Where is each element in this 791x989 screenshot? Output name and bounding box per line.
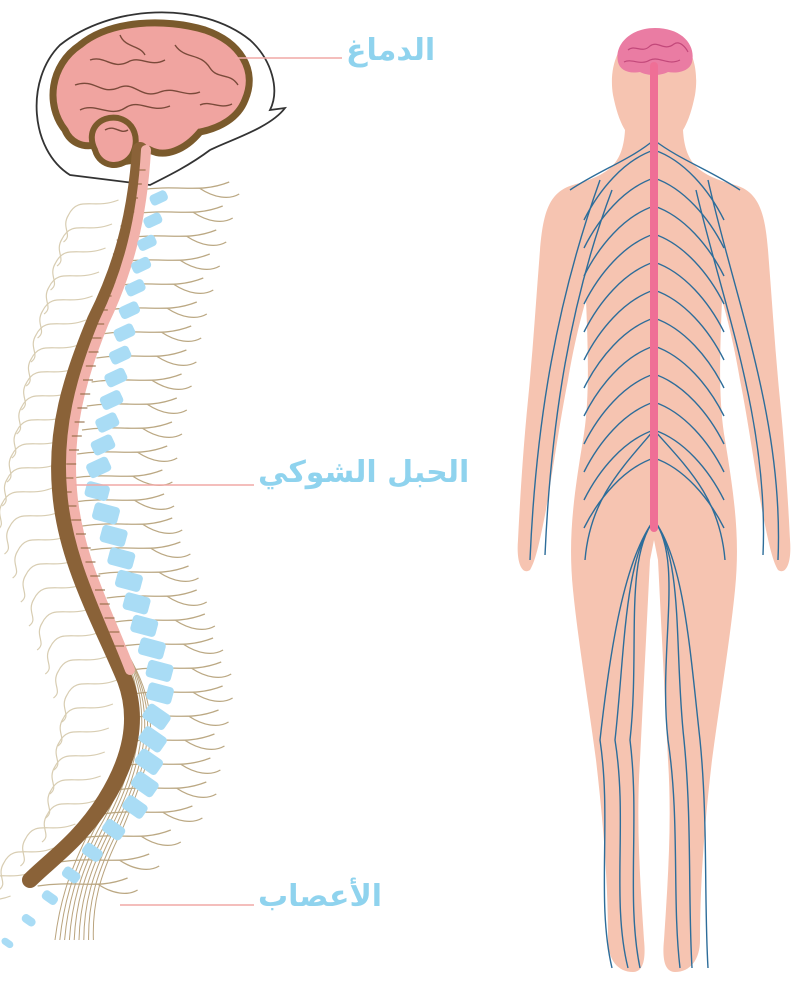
- cauda-equina: [55, 600, 151, 940]
- nerve-branch-faint: [0, 488, 52, 530]
- vertebra: [101, 817, 127, 841]
- spine-illustration: [0, 12, 285, 949]
- vertebra: [84, 480, 111, 502]
- vertebra: [99, 524, 129, 548]
- brain: [53, 23, 249, 161]
- vertebra: [148, 189, 169, 207]
- nerve-branch-faint: [54, 728, 109, 770]
- vertebra: [108, 344, 133, 365]
- vertebra: [117, 300, 141, 320]
- nerve-branch-faint: [0, 896, 11, 938]
- vertebra: [99, 389, 125, 411]
- nerve-branch-faint: [62, 680, 117, 722]
- nerve-branch-faint: [50, 752, 105, 794]
- nerve-branch-faint: [58, 704, 113, 746]
- nerve-branch-faint: [44, 272, 99, 314]
- vertebra: [20, 912, 37, 928]
- cerebellum: [92, 118, 136, 165]
- vertebra: [112, 322, 136, 343]
- nerve-branch: [90, 542, 190, 557]
- spinal-cord-label: الحبل الشوكي: [258, 458, 469, 488]
- vertebra: [142, 211, 164, 229]
- nerves-label: الأعصاب: [258, 882, 382, 912]
- nerve-branch: [107, 590, 207, 605]
- nerve-branch-faint: [57, 224, 112, 266]
- vertebra: [40, 889, 59, 907]
- nerve-branch-faint: [64, 200, 119, 242]
- vertebra: [106, 547, 136, 571]
- vertebra: [133, 747, 164, 776]
- vertebra: [60, 865, 82, 885]
- vertebra: [122, 592, 152, 616]
- nerve-branch-faint: [13, 536, 68, 578]
- nerve-branch-faint: [21, 560, 76, 602]
- brain-label: الدماغ: [346, 36, 435, 66]
- vertebra: [145, 682, 175, 706]
- vertebra: [0, 936, 15, 949]
- vertebra: [89, 433, 116, 456]
- nerve-branch: [99, 566, 199, 581]
- nerve-branch-faint: [4, 512, 59, 554]
- vertebra: [141, 702, 172, 731]
- nerve-branch-faint: [29, 584, 84, 626]
- nerve-branch: [59, 854, 159, 869]
- vertebra: [91, 502, 121, 526]
- vertebra: [94, 411, 121, 434]
- body-illustration: [518, 28, 791, 972]
- nerve-branch: [82, 518, 182, 533]
- nerve-branch-faint: [51, 248, 106, 290]
- nerve-branch-faint: [53, 656, 108, 698]
- nerve-branch: [115, 614, 215, 629]
- vertebra: [137, 637, 167, 661]
- vertebra: [145, 659, 175, 683]
- nerve-branch-faint: [37, 608, 92, 650]
- vertebra: [103, 367, 129, 389]
- nerve-branch-faint: [45, 632, 100, 674]
- vertebra: [124, 278, 147, 298]
- vertebra: [129, 614, 159, 638]
